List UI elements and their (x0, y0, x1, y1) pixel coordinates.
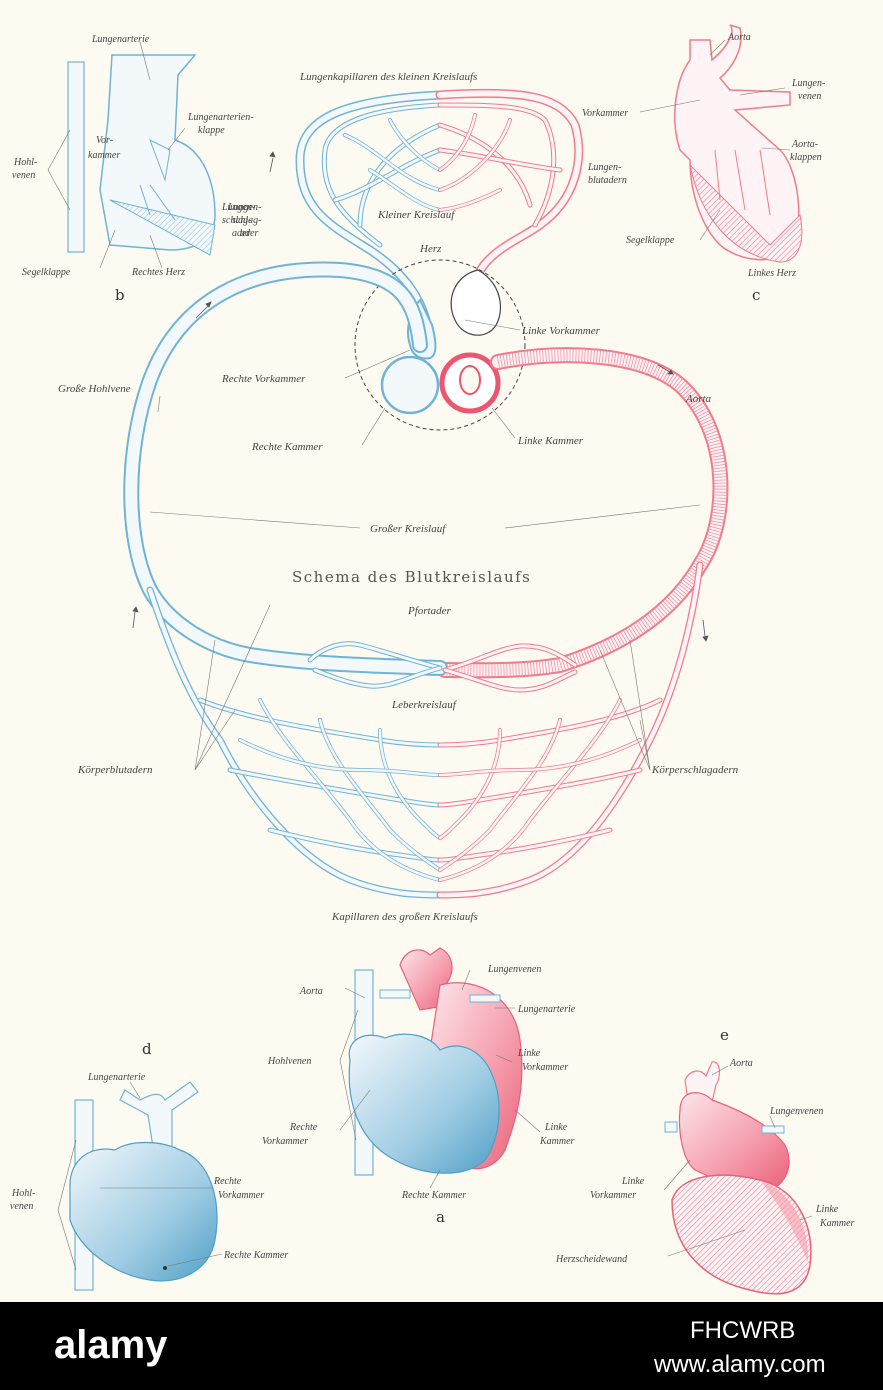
panel-d-rechte-kammer: Rechte Kammer (223, 1250, 288, 1261)
panel-c-letter: c (752, 286, 760, 304)
alamy-logo-text: alamy (54, 1323, 168, 1367)
panel-e-aorta: Aorta (729, 1058, 753, 1069)
panel-a-letter: a (436, 1208, 445, 1226)
schema-title: Schema des Blutkreislaufs (292, 568, 531, 586)
flow-arrows (132, 151, 709, 642)
hepatic-network (307, 641, 578, 693)
panel-b-segelklappe: Segelklappe (22, 267, 71, 278)
panel-a-rechte-kammer: Rechte Kammer (401, 1190, 466, 1201)
panel-b-klappe-1: Lungenarterien- (187, 112, 254, 123)
panel-c-left-heart-section: Aorta Lungen- venen Vorkammer Aorta- kla… (582, 24, 825, 304)
systemic-capillaries (146, 561, 704, 899)
panel-e-linke-vorkammer-1: Linke (621, 1176, 645, 1187)
panel-a-rechte-vorkammer-1: Rechte (289, 1122, 318, 1133)
panel-c-vorkammer: Vorkammer (582, 108, 628, 119)
aorta (437, 347, 729, 679)
panel-e-linke-kammer-2: Kammer (819, 1218, 855, 1229)
watermark-image-id: FHCWRB (690, 1317, 795, 1344)
panel-e-linke-kammer-1: Linke (815, 1204, 839, 1215)
label-pfortader: Pfortader (407, 605, 451, 617)
panel-b-lungenschlagader-3: ader (232, 228, 250, 239)
systemic-capillaries-red (436, 561, 704, 899)
label-kleiner-kreislauf: Kleiner Kreislauf (377, 209, 456, 221)
panel-e-herzscheidewand: Herzscheidewand (555, 1254, 628, 1265)
label-lungenkapillaren: Lungenkapillaren des kleinen Kreislaufs (299, 71, 477, 83)
panel-c-segelklappe: Segelklappe (626, 235, 675, 246)
pulmonary-capillaries-blue (295, 90, 445, 355)
alamy-logo-icon: alamy (54, 1323, 168, 1367)
panel-d-lungenarterie: Lungenarterie (87, 1072, 146, 1083)
label-aorta: Aorta (685, 393, 712, 405)
panel-c-linkes-herz: Linkes Herz (747, 268, 796, 279)
main-leader-lines (149, 319, 701, 771)
panel-b-letter: b (115, 286, 125, 304)
panel-d-rechte-vorkammer-1: Rechte (213, 1176, 242, 1187)
panel-b-vorkammer-1: Vor- (96, 135, 113, 146)
panel-c-aorta: Aorta (727, 32, 751, 43)
label-koerperblutadern: Körperblutadern (77, 764, 153, 776)
panel-b-hohlvenen-2: venen (12, 170, 35, 181)
label-linke-kammer: Linke Kammer (517, 435, 584, 447)
pulmonary-capillaries-red (435, 88, 584, 295)
panel-c-aortaklappen-1: Aorta- (791, 139, 818, 150)
panel-b-right-heart-section: Lungenarterie Lungenarterien- klappe Vor… (12, 34, 255, 304)
left-atrium-shape (450, 269, 502, 336)
panel-a-lungenvenen: Lungenvenen (487, 964, 541, 975)
label-linke-vorkammer: Linke Vorkammer (521, 325, 601, 337)
panel-d-letter: d (142, 1040, 152, 1058)
label-lungenschlagader-1: Lungen- (227, 202, 261, 213)
panel-e-linke-vorkammer-2: Vorkammer (590, 1190, 636, 1201)
panel-b-vorkammer-2: kammer (88, 150, 120, 161)
panel-b-hohlvenen-1: Hohl- (13, 157, 37, 168)
panel-d-rechte-vorkammer-2: Vorkammer (218, 1190, 264, 1201)
label-leberkreislauf: Leberkreislauf (391, 699, 458, 711)
label-herz: Herz (419, 243, 442, 255)
panel-e-letter: e (720, 1026, 729, 1044)
watermark-bar (0, 1302, 883, 1390)
pulmonary-capillaries (295, 88, 584, 355)
panel-c-lungenvenen-2: venen (798, 91, 821, 102)
panel-d-hohlvenen-2: venen (10, 1201, 33, 1212)
panel-e-left-heart: e Aorta Lungenvenen Linke Vorkammer Link… (555, 1026, 855, 1295)
panel-a-linke-kammer-1: Linke (544, 1122, 568, 1133)
panel-a-linke-vorkammer-1: Linke (517, 1048, 541, 1059)
panel-a-aorta: Aorta (299, 986, 323, 997)
panel-b-klappe-2: klappe (198, 125, 225, 136)
label-koerperschlagadern: Körperschlagadern (651, 764, 739, 776)
label-kapillaren-gross: Kapillaren des großen Kreislaufs (331, 911, 478, 923)
panel-a-linke-vorkammer-2: Vorkammer (522, 1062, 568, 1073)
panel-a-heart-front: Aorta Lungenvenen Lungenarterie Hohlvene… (262, 947, 576, 1226)
label-lungenschlagader-2: schlag- (232, 215, 261, 226)
panel-c-lungenvenen-1: Lungen- (791, 78, 825, 89)
label-grosser-kreislauf: Großer Kreislauf (370, 523, 447, 535)
heart-outline-dashed (354, 259, 526, 431)
label-lungenschlagader-3: ader (240, 228, 258, 239)
right-ventricle-shape (380, 355, 440, 415)
panel-c-aortaklappen-2: klappen (790, 152, 822, 163)
label-grosse-hohlvene: Große Hohlvene (58, 383, 131, 395)
panel-b-lungenschlagader-2: schlag- (222, 215, 251, 226)
panel-d-hohlvenen-1: Hohl- (11, 1188, 35, 1199)
watermark-site: www.alamy.com (653, 1351, 826, 1378)
label-lungenblutadern-2: blutadern (588, 175, 627, 186)
vena-cava (123, 261, 448, 676)
label-lungenblutadern-1: Lungen- (587, 162, 621, 173)
systemic-capillaries-blue (146, 586, 444, 899)
panel-a-hohlvenen: Hohlvenen (267, 1056, 311, 1067)
label-rechte-kammer: Rechte Kammer (251, 441, 323, 453)
panel-a-linke-kammer-2: Kammer (539, 1136, 575, 1147)
panel-d-right-heart: d Lungenarterie Hohl- venen Rechte Vorka… (10, 1040, 288, 1291)
label-rechte-vorkammer: Rechte Vorkammer (221, 373, 306, 385)
main-labels: Lungenkapillaren des kleinen Kreislaufs … (58, 71, 739, 923)
panel-e-lungenvenen: Lungenvenen (769, 1106, 823, 1117)
panel-b-lungenarterie: Lungenarterie (91, 34, 150, 45)
panel-b-rechtes-herz: Rechtes Herz (131, 267, 185, 278)
watermark-banner: alamy FHCWRB www.alamy.com (0, 1302, 883, 1390)
panel-b-lungenschlagader-1: Lungen- (221, 202, 255, 213)
panel-a-rechte-vorkammer-2: Vorkammer (262, 1136, 308, 1147)
panel-a-lungenarterie: Lungenarterie (517, 1004, 576, 1015)
